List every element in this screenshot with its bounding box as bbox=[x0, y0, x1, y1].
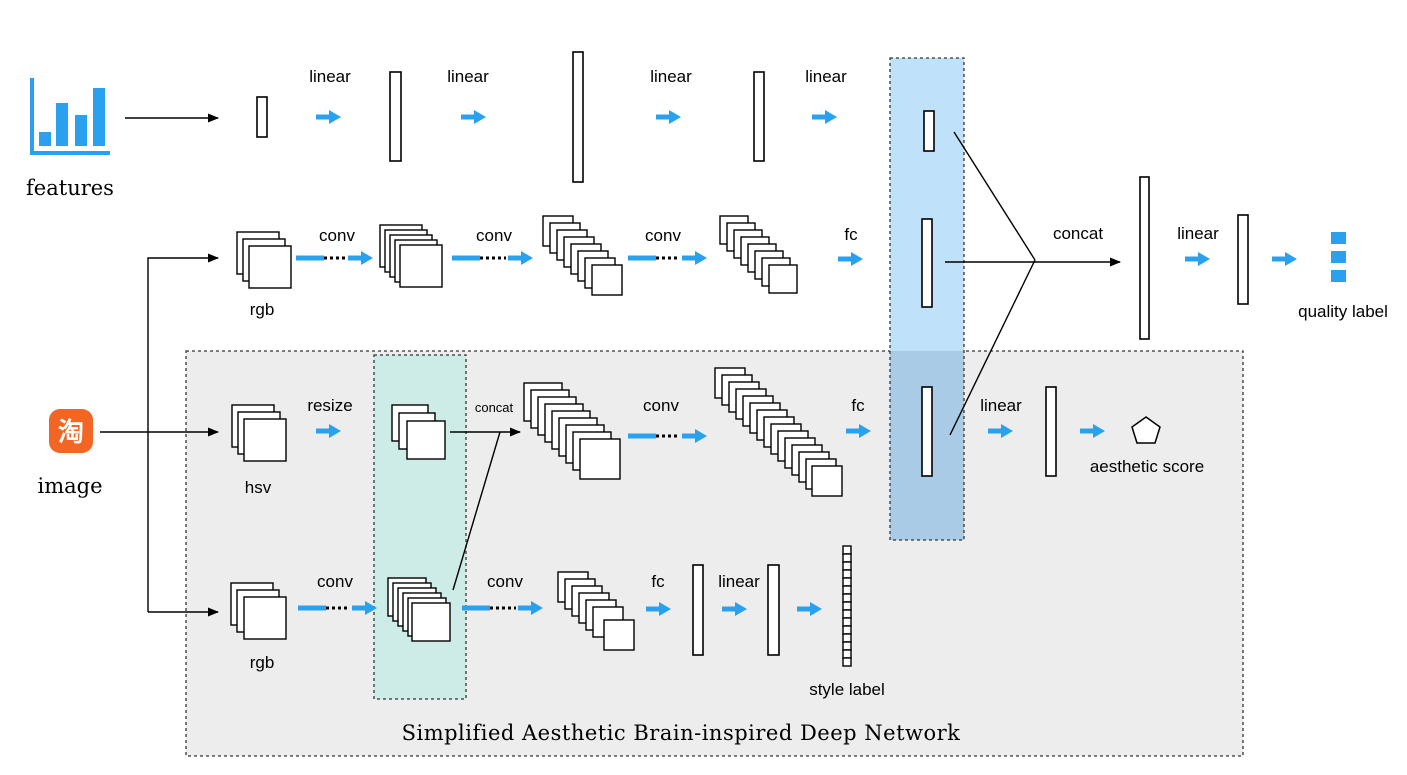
sadnet-conv-label: conv bbox=[643, 396, 679, 415]
top-linear-3: linear bbox=[650, 67, 692, 86]
concat-label: concat bbox=[1053, 224, 1103, 243]
features-label: features bbox=[26, 176, 114, 200]
aesthetic-score-label: aesthetic score bbox=[1090, 457, 1204, 476]
top-branch-labels: linear linear linear linear bbox=[309, 67, 847, 86]
sadnet-concat-label: concat bbox=[475, 400, 514, 415]
rgb-conv-1: conv bbox=[319, 226, 355, 245]
rgb-input-label: rgb bbox=[250, 300, 275, 319]
quality-label-text: quality label bbox=[1298, 302, 1388, 321]
taobao-app-icon: 淘 bbox=[49, 409, 93, 453]
bottom-linear: linear bbox=[718, 572, 760, 591]
bottom-fc: fc bbox=[651, 572, 665, 591]
bar-chart-icon bbox=[30, 78, 110, 155]
sadnet-region bbox=[185, 350, 1244, 757]
bottom-conv-1: conv bbox=[317, 572, 353, 591]
dotted-blue-arrows bbox=[296, 251, 707, 615]
style-label-vector bbox=[842, 545, 852, 667]
rgb-conv-3: conv bbox=[645, 226, 681, 245]
fusion-column-border bbox=[889, 57, 965, 541]
fusion-labels: concat linear quality label bbox=[1053, 224, 1388, 321]
connector-lines bbox=[100, 113, 1122, 617]
hsv-label: hsv bbox=[245, 478, 272, 497]
feature-map-stacks bbox=[230, 215, 852, 667]
top-linear-1: linear bbox=[309, 67, 351, 86]
style-label-text: style label bbox=[809, 680, 885, 699]
image-label: image bbox=[37, 474, 102, 498]
rgb-bottom-label: rgb bbox=[250, 653, 275, 672]
sadnet-linear-label: linear bbox=[980, 396, 1022, 415]
fusion-linear-label: linear bbox=[1177, 224, 1219, 243]
svg-text:淘: 淘 bbox=[58, 418, 84, 448]
bottom-conv-2: conv bbox=[487, 572, 523, 591]
vector-bars bbox=[256, 51, 1249, 656]
sadnet-fc-label: fc bbox=[851, 396, 865, 415]
rgb-conv-2: conv bbox=[476, 226, 512, 245]
sadnet-title: Simplified Aesthetic Brain-inspired Deep… bbox=[402, 721, 961, 745]
quality-label-icon bbox=[1331, 232, 1346, 282]
rgb-branch-labels: rgb conv conv conv fc bbox=[250, 225, 858, 319]
resize-label: resize bbox=[307, 396, 352, 415]
top-linear-2: linear bbox=[447, 67, 489, 86]
pentagon-icon bbox=[1131, 416, 1161, 444]
rgb-fc: fc bbox=[844, 225, 858, 244]
sadnet-labels: hsv resize concat conv fc linear aesthet… bbox=[245, 396, 1204, 745]
top-linear-4: linear bbox=[805, 67, 847, 86]
